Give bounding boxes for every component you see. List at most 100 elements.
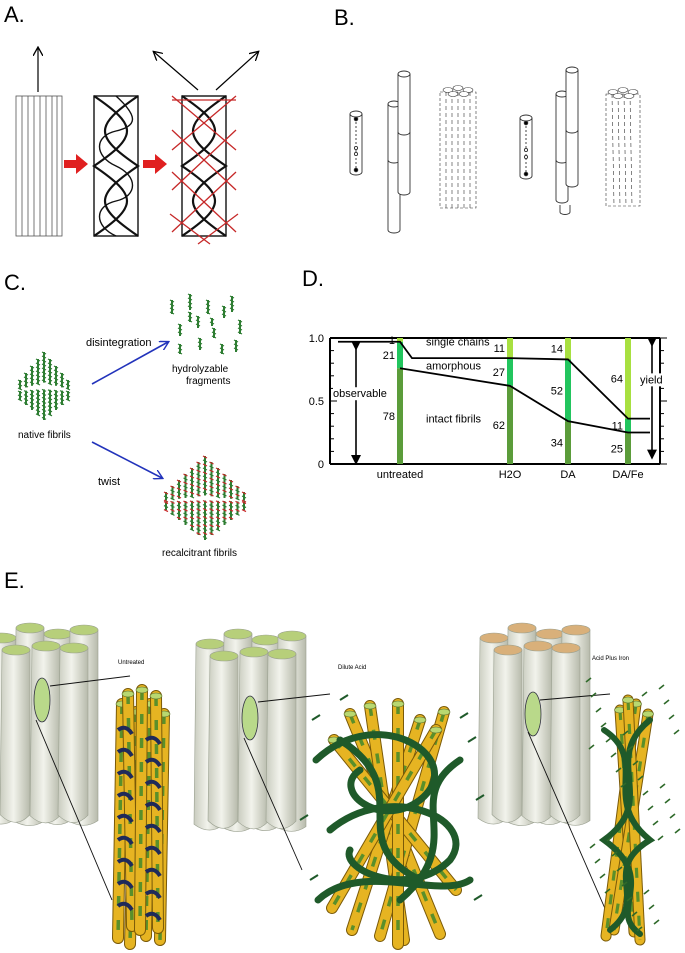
crosslink-mark	[116, 857, 162, 878]
fragment-mark	[590, 692, 597, 698]
twisted-bundle	[92, 95, 140, 237]
microfibril-ropes	[112, 677, 681, 950]
rope-iron	[585, 677, 681, 946]
microfibril-stripe	[604, 703, 638, 937]
y-tick-label: 0	[318, 459, 324, 471]
sheath-cylinder	[265, 653, 297, 829]
fibril-glyph	[215, 467, 221, 499]
observable-label-bg	[333, 387, 393, 401]
fibril-segments	[555, 66, 579, 215]
sheath-cap	[69, 624, 99, 636]
fragment-mark	[616, 866, 623, 872]
fragment-mark	[299, 814, 309, 821]
fragment-mark	[309, 874, 319, 881]
fibril-glyph	[189, 467, 195, 499]
sheath-cap	[195, 638, 225, 650]
crosslink-mark	[116, 769, 162, 790]
hemicellulose-ribbon	[598, 717, 653, 937]
fibril-glyph	[35, 358, 41, 386]
zoom-oval	[524, 691, 542, 737]
zoom-line	[35, 719, 113, 901]
fragment-mark	[631, 911, 638, 917]
fibril-glyph	[241, 501, 247, 513]
bar-segment-single-chains	[625, 338, 631, 419]
fragment-mark	[621, 881, 628, 887]
sheath-cap	[523, 640, 553, 652]
fragment-mark	[604, 888, 611, 894]
bar-segment-single-chains	[565, 338, 571, 360]
fibril-glyph	[65, 379, 71, 391]
native-fibrils-cluster	[17, 351, 71, 420]
panel-a-label: A.	[4, 2, 25, 27]
microfibril-end	[429, 726, 443, 734]
microfibril-end	[391, 700, 405, 708]
fragment-mark	[653, 919, 660, 925]
up-right-arrow	[215, 52, 258, 91]
bar-segment-amorphous	[507, 358, 513, 386]
x-tick-label: untreated	[377, 469, 423, 481]
panel-a: A.	[4, 2, 258, 245]
fibril-glyph	[215, 500, 221, 532]
fragment-mark	[641, 691, 648, 697]
sheath-cap	[31, 640, 61, 652]
data-label-intact-fibrils: 25	[611, 443, 623, 455]
yield-label: yield	[640, 374, 663, 386]
fibril-glyph	[237, 319, 243, 335]
single-chain-cylinder	[519, 114, 533, 180]
fibril-glyph	[169, 299, 175, 315]
bar-segment-single-chains	[397, 338, 403, 342]
fibril-glyph	[17, 390, 23, 402]
microfibril-end	[363, 702, 377, 710]
sheath-cylinder	[29, 645, 61, 824]
y-tick-label: 0.5	[309, 396, 324, 408]
panel-e-label: E.	[4, 568, 25, 593]
broken-twisted-bundle	[169, 95, 239, 245]
fibril-glyph	[235, 500, 240, 516]
crosslink-mark	[116, 835, 162, 856]
microfibril-end	[622, 696, 634, 704]
microfibril-end	[149, 692, 163, 700]
sheath-cap	[551, 642, 581, 654]
sheath-cap	[59, 642, 89, 654]
region-label-single-chains: single chains	[426, 337, 490, 349]
zoom-line	[527, 731, 611, 921]
fibril-glyph	[23, 372, 29, 388]
crosslink-mark	[116, 901, 162, 922]
fibril-glyph	[202, 499, 208, 540]
fragment-mark	[606, 836, 613, 842]
red-arrow-icon	[64, 154, 88, 174]
fibril-glyph	[29, 389, 35, 410]
region-label-amorphous: amorphous	[426, 361, 482, 373]
data-label-amorphous: 21	[383, 350, 395, 362]
sheath-cap	[239, 646, 269, 658]
fragment-mark	[600, 722, 607, 728]
data-label-amorphous: 52	[551, 385, 563, 397]
fibril-glyph	[53, 365, 59, 386]
microfibril-stripe	[154, 695, 160, 929]
fibril-glyph	[202, 455, 208, 496]
fibril-glyph	[170, 485, 175, 501]
data-label-intact-fibrils: 34	[551, 438, 563, 450]
fibril-glyph	[65, 390, 71, 402]
fibril-glyph	[195, 315, 201, 328]
fibril-glyph	[41, 351, 47, 383]
data-label-single-chains: 14	[551, 344, 563, 356]
x-tick-label: H2O	[499, 469, 522, 481]
hemicellulose-ribbon	[312, 731, 438, 815]
sheath-cap	[43, 628, 73, 640]
bar-segment-intact	[397, 368, 403, 464]
microfibril-stripe	[348, 713, 442, 935]
fragment-mark	[668, 714, 675, 720]
zoom-line	[539, 693, 611, 701]
sheath-cap	[15, 622, 45, 634]
data-label-amorphous: 11	[612, 421, 623, 433]
fibril-glyph	[53, 389, 59, 410]
sheath-bundle-dilute	[193, 628, 307, 832]
data-label-intact-fibrils: 78	[383, 411, 395, 423]
sheath-cylinder	[237, 651, 269, 830]
fibril-glyph	[222, 473, 227, 498]
fragment-mark	[599, 873, 606, 879]
sheath-cap	[507, 622, 537, 634]
zoom-line	[257, 693, 331, 703]
fragment-mark	[632, 760, 639, 766]
